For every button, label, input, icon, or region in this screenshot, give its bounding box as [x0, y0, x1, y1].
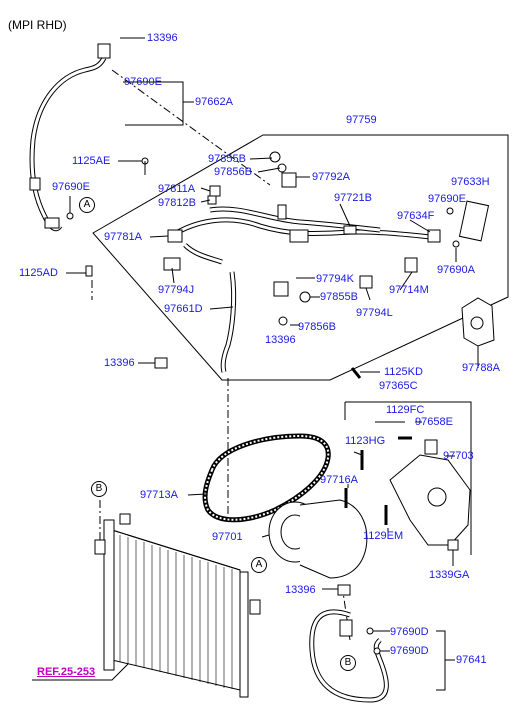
part-97365C[interactable]: 97365C [379, 380, 418, 392]
part-1125KD[interactable]: 1125KD [384, 366, 423, 378]
receiver-97633H [458, 200, 490, 242]
part-97713A[interactable]: 97713A [140, 489, 178, 501]
part-97701[interactable]: 97701 [212, 531, 243, 543]
part-97658E[interactable]: 97658E [415, 416, 453, 428]
part-1339GA[interactable]: 1339GA [429, 569, 470, 581]
part-13396-bot[interactable]: 13396 [285, 584, 316, 596]
part-97633H[interactable]: 97633H [451, 176, 490, 188]
part-97714M[interactable]: 97714M [389, 284, 429, 296]
part-13396-top[interactable]: 13396 [147, 32, 178, 44]
part-97690A[interactable]: 97690A [437, 264, 475, 276]
module-frame [92, 134, 509, 381]
part-97690E-left[interactable]: 97690E [52, 181, 90, 193]
part-97855B-mid[interactable]: 97855B [320, 291, 358, 303]
part-97856B-top[interactable]: 97856B [214, 166, 252, 178]
part-97856B-mid[interactable]: 97856B [298, 321, 336, 333]
ref-link[interactable]: REF.25-253 [37, 666, 96, 678]
part-97703[interactable]: 97703 [443, 450, 474, 462]
part-97811A[interactable]: 97811A [158, 183, 196, 195]
part-97641[interactable]: 97641 [456, 654, 487, 666]
part-97759[interactable]: 97759 [346, 114, 377, 126]
part-1129FC[interactable]: 1129FC [386, 404, 425, 416]
part-97716A[interactable]: 97716A [320, 474, 358, 486]
part-97634F[interactable]: 97634F [397, 210, 435, 222]
part-1125AE[interactable]: 1125AE [72, 155, 111, 167]
hose-fitting-top [97, 43, 111, 59]
part-97788A[interactable]: 97788A [462, 362, 500, 374]
part-97781A[interactable]: 97781A [104, 231, 142, 243]
part-97794K[interactable]: 97794K [316, 273, 354, 285]
part-97661D[interactable]: 97661D [164, 303, 203, 315]
part-97690D-a[interactable]: 97690D [390, 626, 429, 638]
bracket-frame [345, 401, 472, 555]
part-97792A[interactable]: 97792A [312, 171, 350, 183]
part-13396-mid[interactable]: 13396 [265, 334, 296, 346]
part-97812B[interactable]: 97812B [158, 197, 196, 209]
part-97690D-b[interactable]: 97690D [390, 645, 429, 657]
part-97662A[interactable]: 97662A [195, 96, 233, 108]
part-1125AD[interactable]: 1125AD [19, 267, 58, 279]
part-97855B-top[interactable]: 97855B [208, 153, 246, 165]
part-97721B[interactable]: 97721B [334, 192, 372, 204]
variant-header: (MPI RHD) [8, 18, 67, 32]
part-97690E-top[interactable]: 97690E [124, 76, 162, 88]
callout-b-left: B [91, 481, 107, 497]
part-1123HG[interactable]: 1123HG [345, 435, 386, 447]
callout-a-bottom: A [251, 557, 267, 573]
callout-b-bottom: B [340, 655, 356, 671]
part-13396-left[interactable]: 13396 [104, 357, 135, 369]
part-1129EM[interactable]: 1129EM [363, 530, 404, 542]
part-97794J[interactable]: 97794J [158, 284, 195, 296]
compressor-body [299, 499, 368, 579]
callout-a-left: A [79, 197, 95, 213]
part-97690E-right[interactable]: 97690E [428, 193, 466, 205]
part-97794L[interactable]: 97794L [356, 307, 393, 319]
